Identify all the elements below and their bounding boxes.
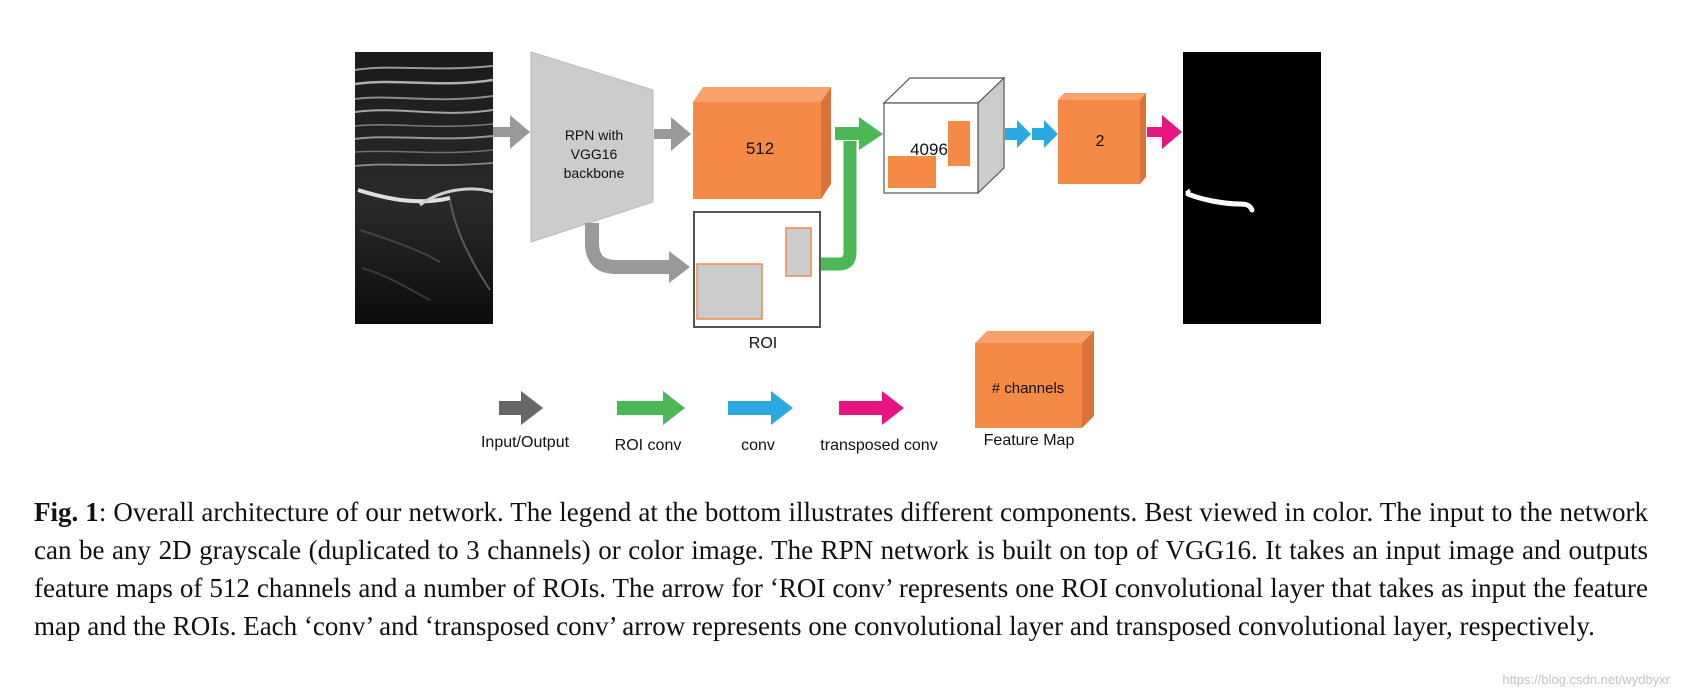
- output-2-box: 2: [1058, 93, 1146, 184]
- roi-box: ROI: [693, 211, 821, 352]
- rpn-label-line-3: backbone: [564, 165, 625, 181]
- roi-conv-arrow: [821, 117, 883, 271]
- feature-map-512-label: 512: [746, 139, 774, 158]
- legend-label-transposed-conv: transposed conv: [820, 437, 937, 454]
- legend-label-conv: conv: [741, 437, 775, 454]
- fc-4096-label: 4096: [910, 140, 948, 159]
- rpn-block: RPN with VGG16 backbone: [530, 51, 654, 243]
- feature-map-512: 512: [693, 87, 831, 199]
- legend-item-feature-map: # channels Feature Map: [975, 331, 1094, 449]
- architecture-diagram: RPN with VGG16 backbone 512 ROI 4096: [355, 51, 1321, 454]
- rpn-label-line-2: VGG16: [571, 146, 618, 162]
- input-ultrasound-image: [355, 52, 493, 324]
- legend-item-transposed-conv: transposed conv: [820, 391, 938, 454]
- figure-label: Fig. 1: [34, 497, 99, 527]
- figure-caption-text: : Overall architecture of our network. T…: [34, 497, 1648, 641]
- conv-arrow-1: [1005, 120, 1031, 148]
- legend-item-input-output: Input/Output: [481, 391, 570, 451]
- figure-caption: Fig. 1: Overall architecture of our netw…: [34, 493, 1648, 645]
- legend-feature-map-inner: # channels: [992, 380, 1065, 397]
- legend: Input/Output ROI conv conv transposed co…: [481, 331, 1094, 454]
- legend-label-roi-conv: ROI conv: [615, 437, 682, 454]
- roi-label: ROI: [749, 335, 777, 352]
- input-output-arrow-1: [493, 115, 530, 149]
- input-output-arrow-2: [654, 117, 691, 151]
- watermark: https://blog.csdn.net/wydbyxr: [1502, 672, 1670, 687]
- legend-item-conv: conv: [728, 391, 793, 454]
- transposed-conv-arrow: [1147, 115, 1182, 149]
- legend-label-input-output: Input/Output: [481, 434, 570, 451]
- conv-arrow-2: [1032, 120, 1058, 148]
- fc-4096-cube: 4096: [882, 76, 1006, 195]
- output-2-label: 2: [1096, 133, 1105, 150]
- output-mask-image: [1183, 52, 1321, 324]
- legend-item-roi-conv: ROI conv: [615, 391, 685, 454]
- rpn-label-line-1: RPN with: [565, 127, 623, 143]
- legend-label-feature-map: Feature Map: [984, 432, 1075, 449]
- rpn-to-roi-arrow: [585, 223, 690, 283]
